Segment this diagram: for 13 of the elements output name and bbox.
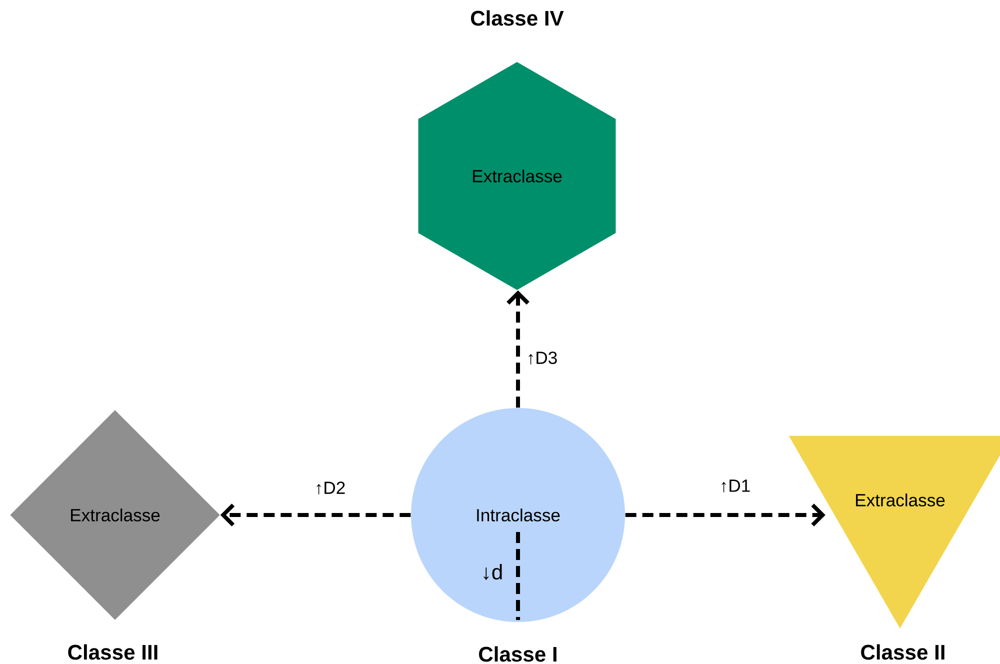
triangle: Extraclasse	[788, 436, 1000, 628]
class-label: Classe III	[68, 644, 158, 660]
arrow	[506, 290, 530, 408]
hexagon: Extraclasse	[418, 62, 616, 290]
arrow	[220, 504, 411, 526]
class-label: Classe II	[861, 644, 944, 660]
edge-label: ↑D2	[312, 480, 348, 496]
class-label: Classe I	[479, 646, 556, 662]
radius-label: ↓d	[484, 564, 502, 580]
edge-label: ↑D1	[718, 478, 752, 494]
arrow	[625, 504, 826, 526]
class-label: Classe IV	[470, 10, 564, 26]
edge-label: ↑D3	[524, 350, 560, 366]
